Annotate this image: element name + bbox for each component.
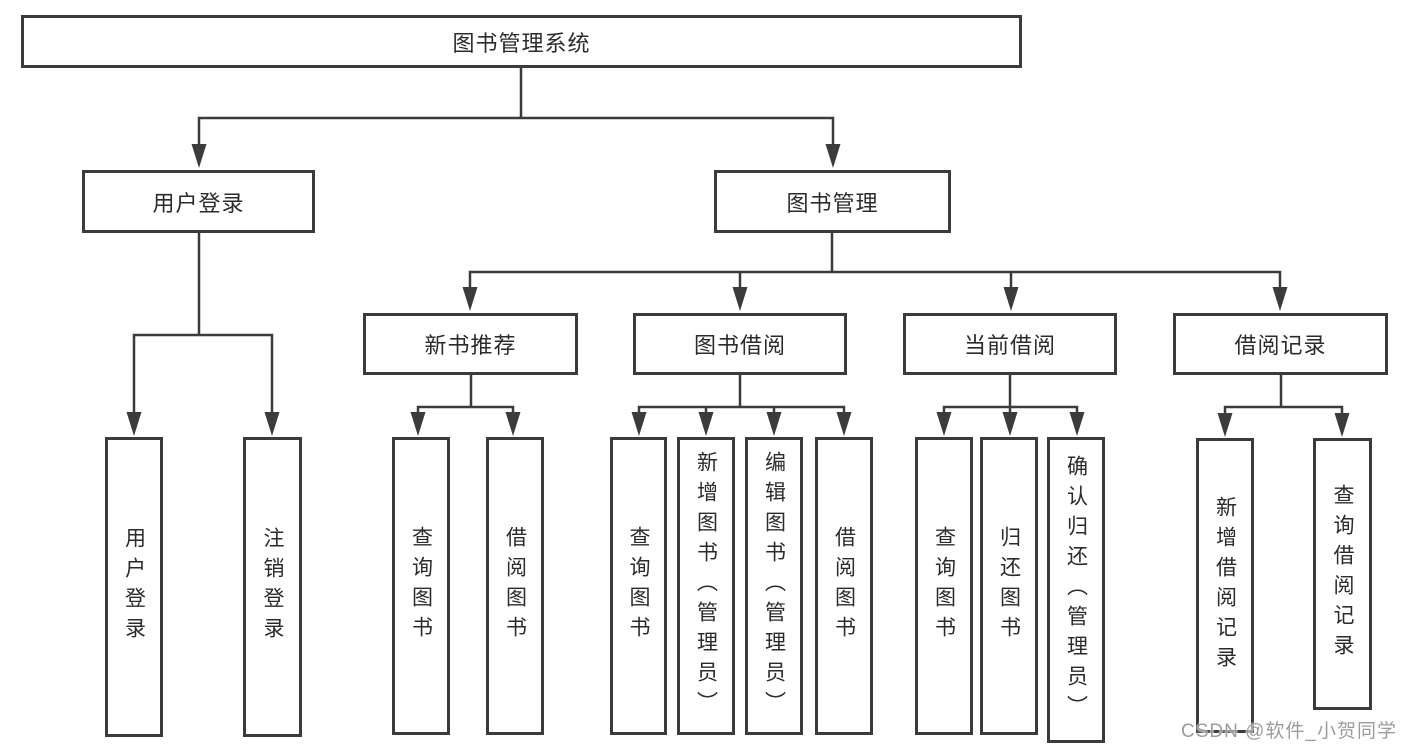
leaf-node-label: 新增借阅记录 — [1213, 495, 1237, 676]
leaf-node-edit-books-admin: 编辑图书（管理员） — [745, 437, 803, 735]
leaf-node-borrow-books-1: 借阅图书 — [486, 437, 544, 735]
category-node-label: 图书借阅 — [693, 333, 786, 358]
category-node-new-book-recommend: 新书推荐 — [363, 313, 578, 375]
leaf-node-label: 注销登录 — [261, 527, 284, 647]
leaf-node-label: 借阅图书 — [503, 526, 527, 646]
category-node-book-borrowing: 图书借阅 — [633, 313, 847, 375]
branch-node-label: 用户登录 — [152, 190, 245, 216]
root-node-label: 图书管理系统 — [452, 30, 591, 56]
branch-node-book-management: 图书管理 — [714, 170, 951, 233]
leaf-node-label: 用户登录 — [122, 527, 146, 647]
csdn-watermark: CSDN @软件_小贺同学 — [1181, 721, 1397, 742]
leaf-node-label: 新增图书（管理员） — [694, 451, 718, 721]
leaf-node-label: 编辑图书（管理员） — [762, 451, 786, 721]
category-node-label: 新书推荐 — [424, 333, 517, 358]
category-node-label: 当前借阅 — [963, 333, 1056, 358]
root-node-library-system: 图书管理系统 — [21, 15, 1022, 68]
leaf-node-logout: 注销登录 — [243, 437, 302, 737]
leaf-node-query-books-1: 查询图书 — [392, 437, 450, 735]
branch-node-label: 图书管理 — [786, 190, 879, 216]
category-node-label: 借阅记录 — [1234, 333, 1327, 358]
leaf-node-label: 查询图书 — [409, 526, 433, 646]
leaf-node-confirm-return-admin: 确认归还（管理员） — [1047, 437, 1105, 743]
leaf-node-query-books-2: 查询图书 — [610, 437, 667, 735]
leaf-node-borrow-books-2: 借阅图书 — [815, 437, 873, 735]
leaf-node-label: 查询借阅记录 — [1331, 484, 1354, 664]
leaf-node-label: 查询图书 — [932, 526, 956, 646]
leaf-node-label: 归还图书 — [997, 526, 1021, 646]
leaf-node-label: 确认归还（管理员） — [1064, 455, 1088, 725]
leaf-node-query-books-3: 查询图书 — [915, 437, 973, 735]
leaf-node-user-login: 用户登录 — [105, 437, 163, 737]
branch-node-user-login: 用户登录 — [82, 170, 315, 233]
leaf-node-return-books: 归还图书 — [980, 437, 1038, 735]
leaf-node-add-borrow-record: 新增借阅记录 — [1196, 438, 1254, 733]
category-node-current-borrowing: 当前借阅 — [903, 313, 1117, 375]
leaf-node-label: 查询图书 — [627, 526, 650, 646]
leaf-node-label: 借阅图书 — [832, 526, 856, 646]
leaf-node-query-borrow-record: 查询借阅记录 — [1313, 438, 1372, 710]
category-node-borrow-records: 借阅记录 — [1173, 313, 1388, 375]
leaf-node-add-books-admin: 新增图书（管理员） — [677, 437, 735, 735]
